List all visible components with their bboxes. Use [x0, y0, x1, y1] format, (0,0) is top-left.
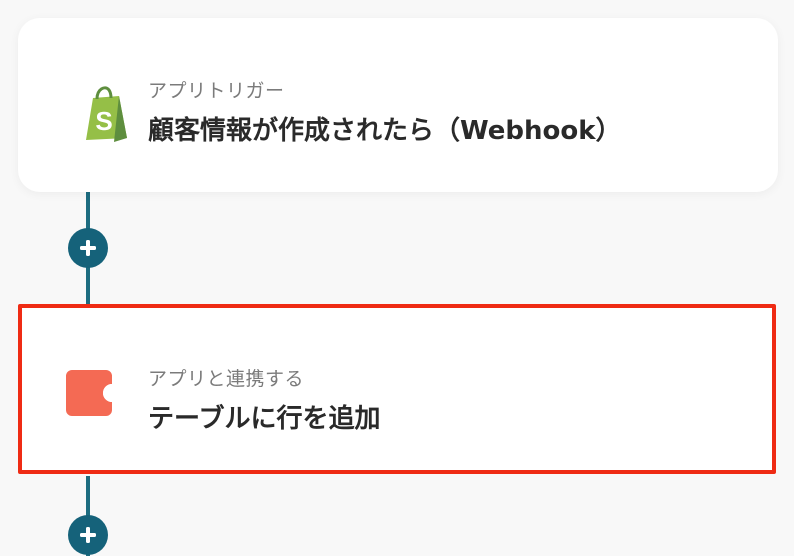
add-step-button[interactable]: [68, 228, 108, 268]
trigger-step-card[interactable]: S アプリトリガー 顧客情報が作成されたら（Webhook）: [18, 18, 778, 192]
add-step-button[interactable]: [68, 515, 108, 555]
step-title: 顧客情報が作成されたら（Webhook）: [148, 116, 622, 146]
coda-icon: [66, 370, 112, 416]
step-type-label: アプリトリガー: [148, 80, 285, 102]
step-type-label: アプリと連携する: [148, 368, 305, 390]
action-step-card[interactable]: アプリと連携する テーブルに行を追加: [18, 304, 776, 474]
plus-icon: [80, 240, 96, 256]
svg-text:S: S: [95, 106, 112, 136]
shopify-icon: S: [86, 86, 127, 142]
plus-icon: [80, 527, 96, 543]
step-title: テーブルに行を追加: [148, 404, 381, 434]
